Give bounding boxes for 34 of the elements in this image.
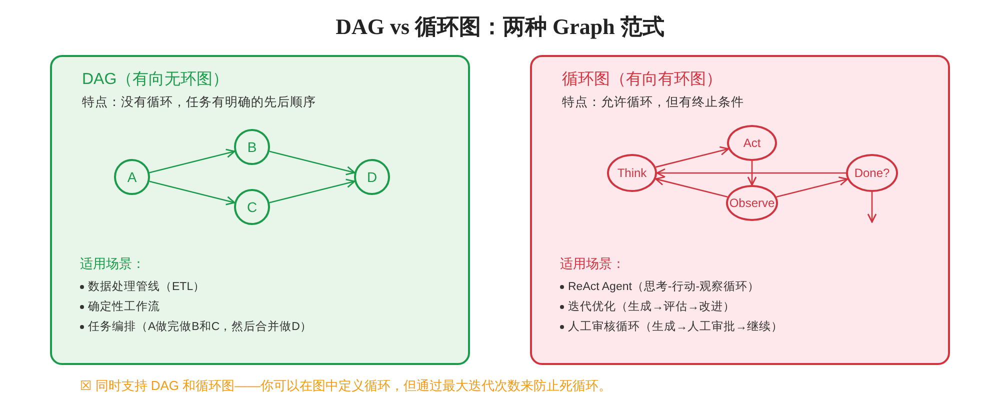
panel-heading: 循环图（有向有环图） bbox=[562, 70, 722, 90]
panel-heading: DAG（有向无环图） bbox=[82, 70, 229, 90]
arrow bbox=[776, 176, 848, 198]
arrow bbox=[747, 161, 757, 186]
ellipse-node: Observe bbox=[726, 185, 778, 221]
bullet-item: 确定性工作流 bbox=[88, 299, 160, 315]
circle-node: D bbox=[354, 159, 390, 195]
section-heading: 适用场景： bbox=[560, 255, 625, 273]
bullet-item: 数据处理管线（ETL） bbox=[88, 280, 206, 295]
caption: ☒ 同时支持 DAG 和循环图——你可以在图中定义循环，但通过最大迭代次数来防止死循环。 bbox=[80, 377, 612, 395]
feature-text: 特点：没有循环，任务有明确的先后顺序 bbox=[82, 94, 316, 111]
panel bbox=[50, 55, 470, 365]
arrow bbox=[656, 168, 846, 178]
panel bbox=[530, 55, 950, 365]
circle-node: A bbox=[114, 159, 150, 195]
circle-node: C bbox=[234, 189, 270, 225]
bullet-item: ReAct Agent（思考-行动-观察循环） bbox=[568, 279, 760, 295]
ellipse-node: Think bbox=[607, 154, 657, 192]
arrow bbox=[269, 150, 356, 176]
bullet-item: 任务编排（A做完做B和C，然后合并做D） bbox=[88, 319, 312, 335]
arrow bbox=[269, 178, 356, 204]
bullet-item: 迭代优化（生成→评估→改进） bbox=[568, 300, 735, 315]
arrow bbox=[656, 146, 730, 168]
section-heading: 适用场景： bbox=[80, 255, 145, 273]
arrow bbox=[655, 176, 728, 198]
arrow bbox=[149, 180, 236, 206]
ellipse-node: Done? bbox=[846, 154, 898, 192]
bullet-item: 人工审核循环（生成→人工审批→继续） bbox=[568, 319, 783, 335]
arrow bbox=[149, 148, 236, 174]
feature-text: 特点：允许循环，但有终止条件 bbox=[562, 94, 744, 111]
circle-node: B bbox=[234, 129, 270, 165]
arrow bbox=[867, 192, 877, 223]
title: DAG vs 循环图：两种 Graph 范式 bbox=[334, 13, 666, 41]
ellipse-node: Act bbox=[727, 125, 777, 161]
